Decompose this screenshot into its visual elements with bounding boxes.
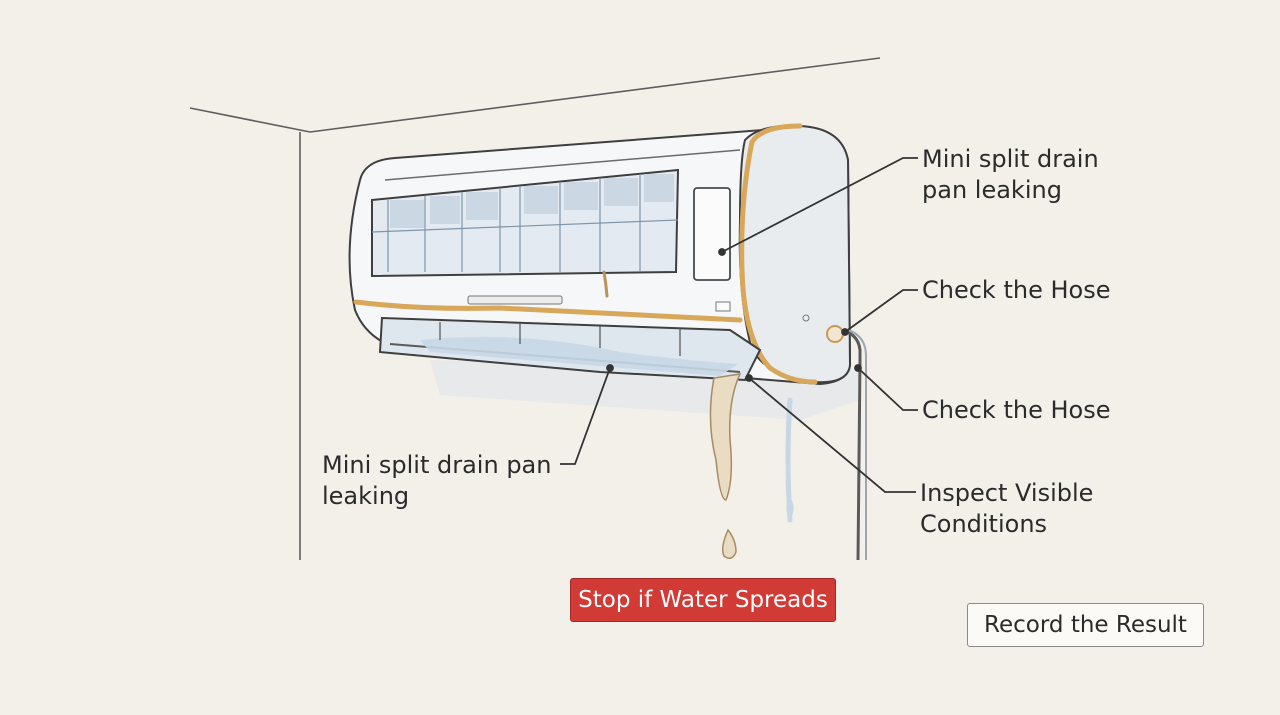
callout-check-hose-lower: Check the Hose [922,395,1110,426]
drain-pan [378,316,762,382]
callout-drain-pan-leaking-left: Mini split drain pan leaking [322,450,551,512]
room-wall-lines [189,57,881,560]
callout-drain-pan-leaking: Mini split drain pan leaking [922,144,1099,206]
callout-text: Conditions [920,510,1048,538]
callout-text: Inspect Visible [920,479,1094,507]
callout-text: Check the Hose [922,396,1111,424]
leader-lines [560,157,918,493]
callout-inspect-conditions: Inspect Visible Conditions [920,478,1093,540]
callout-text: Mini split drain [922,145,1099,173]
record-result-button[interactable]: Record the Result [967,603,1204,647]
callout-check-hose-upper: Check the Hose [922,275,1110,306]
callout-text: Mini split drain pan [322,451,552,479]
callout-text: pan leaking [922,176,1062,204]
callout-text: leaking [322,482,410,510]
stop-if-water-spreads-button[interactable]: Stop if Water Spreads [570,578,836,622]
indoor-unit [348,123,852,386]
callout-text: Check the Hose [922,276,1111,304]
